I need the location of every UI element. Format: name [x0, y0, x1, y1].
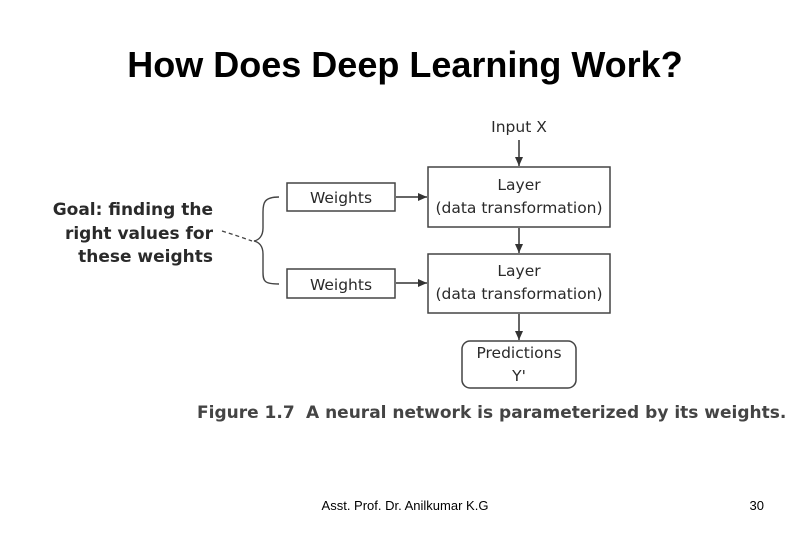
figure-caption-text: A neural network is parameterized by its…	[306, 403, 786, 423]
figure-caption-number: Figure 1.7	[197, 403, 295, 423]
predictions-title: Predictions	[476, 344, 561, 362]
weights-2-label: Weights	[310, 276, 372, 294]
layer-2-box	[427, 253, 611, 314]
slide-title: How Does Deep Learning Work?	[127, 44, 683, 85]
footer-author: Asst. Prof. Dr. Anilkumar K.G	[321, 498, 489, 513]
input-x-label: Input X	[491, 118, 547, 136]
page-number: 30	[749, 498, 764, 513]
weights-1-label: Weights	[310, 189, 372, 207]
layer-2-subtitle: (data transformation)	[435, 285, 602, 303]
weights-1-box	[286, 182, 396, 212]
goal-line-2: right values for	[65, 224, 214, 244]
goal-line-3: these weights	[78, 247, 213, 267]
layer-2-title: Layer	[497, 262, 541, 280]
goal-dashed-connector	[221, 230, 253, 242]
goal-line-1: Goal: finding the	[53, 200, 213, 220]
predictions-y-label: Y'	[511, 367, 526, 385]
weights-brace	[253, 196, 280, 285]
layer-1-subtitle: (data transformation)	[435, 199, 602, 217]
weights-2-box	[286, 268, 396, 299]
layer-1-title: Layer	[497, 176, 541, 194]
layer-1-box	[427, 166, 611, 228]
predictions-box	[461, 340, 577, 389]
